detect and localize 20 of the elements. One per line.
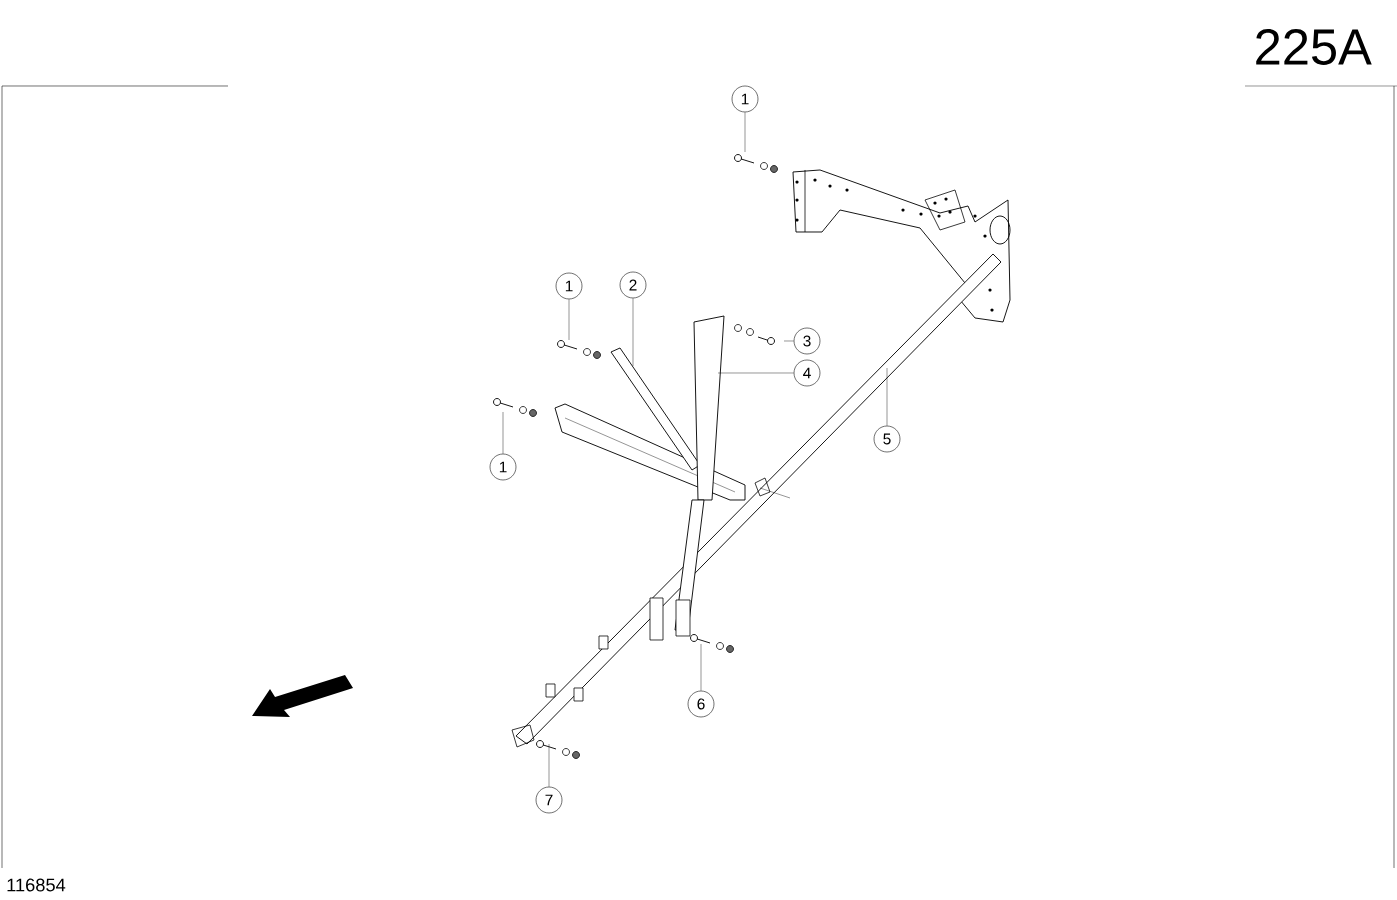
drawing-number: 116854 (7, 878, 66, 892)
leader-line (886, 367, 888, 426)
callout-number: 7 (535, 786, 563, 814)
leader-line (632, 298, 634, 367)
leader-line (717, 372, 794, 374)
leader-line (700, 643, 702, 691)
leader-line (548, 743, 550, 787)
leader-line (502, 411, 504, 454)
callout-number: 5 (873, 425, 901, 453)
callout-number: 4 (793, 359, 821, 387)
leader-line (744, 112, 746, 153)
callout-number: 3 (793, 327, 821, 355)
callout-number: 1 (555, 272, 583, 300)
callout-number: 6 (687, 690, 715, 718)
callout-number: 1 (731, 85, 759, 113)
callout-number: 2 (619, 271, 647, 299)
leader-line (568, 299, 570, 341)
leader-line (783, 340, 794, 342)
callout-number: 1 (489, 453, 517, 481)
page-number: 225A (1256, 29, 1372, 65)
